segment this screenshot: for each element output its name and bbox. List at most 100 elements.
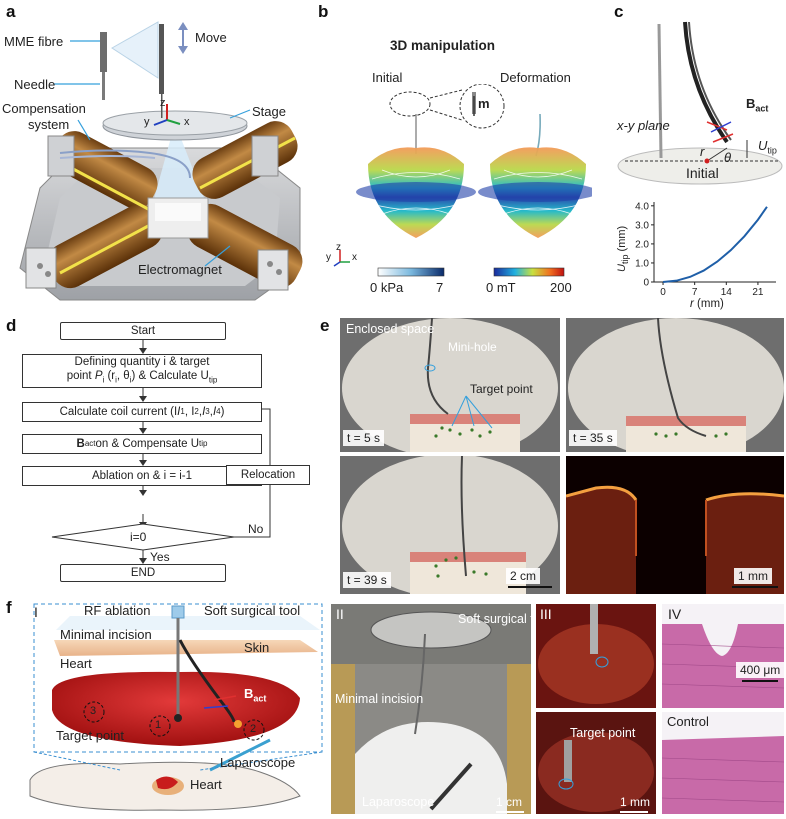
b-initial: Initial — [372, 70, 403, 85]
f-target-label: Target point — [56, 728, 124, 743]
f-roman-iv: IV — [668, 606, 682, 622]
label-mme-fibre: MME fibre — [4, 34, 64, 49]
c-theta: θ — [724, 150, 732, 165]
label-compensation: Compensation — [2, 101, 86, 116]
flow-decision: i=0 — [130, 530, 147, 544]
flow-no: No — [248, 522, 264, 536]
f-ii-lap-label: Laparoscope — [362, 795, 435, 809]
f-histology-control — [662, 712, 784, 814]
chart-y-tick-label: 2.0 — [635, 239, 649, 250]
b-scale2-max: 200 — [550, 280, 572, 295]
e-photo-t5 — [340, 318, 560, 452]
f-ii-scalebar — [496, 811, 524, 813]
label-stage: Stage — [252, 104, 286, 119]
axis-label-x: x — [184, 116, 190, 128]
f-num-1: 1 — [155, 719, 162, 731]
f-num-2: 2 — [250, 723, 257, 735]
chart-x-tick-label: 7 — [692, 287, 698, 298]
flow-yes: Yes — [150, 550, 170, 564]
e-scale-1mm: 1 mm — [734, 568, 772, 584]
flow-define: Defining quantity i & target point Pi (r… — [22, 354, 262, 388]
deflection-illustration — [617, 21, 783, 185]
b-scale2-min: 0 mT — [486, 280, 516, 295]
b-deformation: Deformation — [500, 70, 571, 85]
f-iv-control: Control — [667, 714, 709, 729]
f-iii-scale: 1 mm — [620, 795, 650, 809]
chart-x-tick-label: 21 — [752, 287, 764, 298]
flow-relocation: Relocation — [226, 465, 310, 485]
f-incision-label: Minimal incision — [60, 627, 152, 642]
f-heart2-label: Heart — [190, 777, 222, 792]
label-needle: Needle — [14, 77, 56, 92]
c-initial: Initial — [686, 165, 719, 181]
f-photo-ii — [331, 604, 531, 814]
flow-start: Start — [60, 322, 226, 340]
f-photo-iii-top — [536, 604, 656, 708]
chart-y-tick-label: 4.0 — [635, 201, 649, 212]
axis-label-z: z — [160, 97, 166, 109]
f-surgery-illustration — [29, 603, 323, 811]
e-minihole-label: Mini-hole — [448, 340, 497, 354]
panel-letter-e: e — [320, 316, 330, 335]
field-simulation — [333, 84, 592, 277]
chart-y-tick-label: 0 — [643, 278, 649, 289]
axis-label-y: y — [144, 116, 150, 128]
panel-letter-b: b — [318, 2, 329, 21]
e-time-5s: t = 5 s — [343, 430, 385, 446]
e-time-35s: t = 35 s — [569, 430, 617, 446]
f-rf-label: RF ablation — [84, 603, 151, 618]
label-move: Move — [195, 30, 227, 45]
c-bact: Bact — [746, 96, 769, 114]
flow-end: END — [60, 564, 226, 582]
f-histology-ablated — [662, 604, 784, 708]
e-scale-2cm: 2 cm — [506, 568, 541, 584]
b-scale1-min: 0 kPa — [370, 280, 404, 295]
b-moment-m: m — [478, 96, 490, 111]
f-roman-i: I — [34, 604, 38, 620]
f-ii-incision-label: Minimal incision — [335, 692, 424, 706]
e-scalebar-1mm — [732, 586, 778, 588]
panel-letter-d: d — [6, 316, 17, 335]
f-skin-label: Skin — [244, 640, 270, 655]
c-r: r — [700, 144, 705, 159]
f-bact-label: Bact — [244, 686, 267, 704]
f-heart-label: Heart — [60, 656, 92, 671]
f-iii-target-label: Target point — [570, 726, 636, 740]
b-axis-y: y — [326, 252, 331, 263]
utip-chart: 0 1.0 2.0 3.0 4.0 0 7 14 21 — [635, 201, 776, 298]
panel-letter-c: c — [614, 2, 624, 21]
chart-y-tick-label: 1.0 — [635, 258, 649, 269]
e-enclosed-label: Enclosed space — [346, 322, 435, 336]
apparatus-illustration — [19, 21, 303, 301]
chart-ylabel: Utip (mm) — [616, 225, 631, 272]
chart-x-tick-label: 0 — [660, 287, 666, 298]
e-target-label: Target point — [470, 382, 533, 396]
chart-xlabel: r (mm) — [690, 298, 724, 310]
b-title: 3D manipulation — [390, 38, 496, 53]
flow-ablation: Ablation on & i = i-1 — [22, 466, 262, 486]
f-iv-scale: 400 μm — [736, 662, 785, 678]
e-scalebar-2cm — [508, 586, 552, 588]
chart-x-tick-label: 14 — [721, 287, 733, 298]
f-iv-scalebar — [742, 680, 778, 682]
f-roman-ii: II — [336, 606, 344, 622]
panel-letter-f: f — [6, 598, 12, 617]
f-roman-iii: III — [540, 606, 552, 622]
b-scale1-max: 7 — [436, 280, 444, 295]
label-electromagnet: Electromagnet — [138, 262, 222, 277]
b-axis-z: z — [336, 242, 341, 253]
e-photo-t39 — [340, 456, 560, 594]
e-photo-t35 — [566, 318, 784, 452]
f-photo-iii-bottom — [536, 712, 656, 814]
f-ii-tool-label: Soft surgical tool — [458, 612, 551, 626]
label-system: system — [28, 117, 70, 132]
f-laparoscope-label: Laparoscope — [220, 755, 296, 770]
f-ii-scale: 1 cm — [496, 795, 523, 809]
panel-letter-a: a — [6, 2, 16, 21]
chart-y-tick-label: 3.0 — [635, 220, 649, 231]
chart-series-line — [662, 206, 768, 283]
f-num-3: 3 — [90, 705, 97, 717]
